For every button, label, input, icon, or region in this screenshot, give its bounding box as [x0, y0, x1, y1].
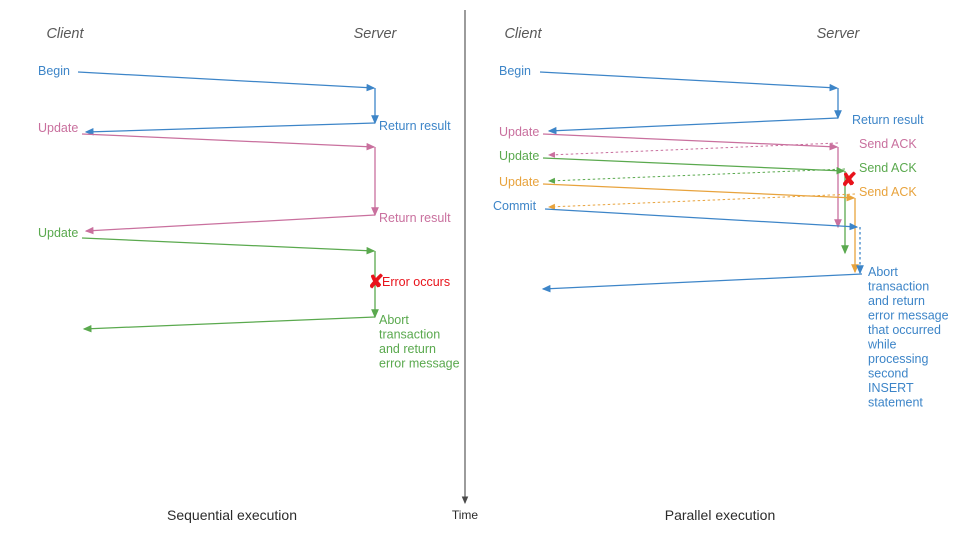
lane-header-client: Client — [504, 26, 542, 42]
message-arrow-begin — [539, 71, 839, 92]
lane-header-client: Client — [46, 26, 84, 42]
message-arrow-begin — [77, 71, 376, 92]
message-arrow-update-2 — [81, 237, 376, 255]
message-arrow-update-2 — [542, 157, 846, 175]
message-label-update-2: Update — [38, 226, 78, 240]
message-arrow-send-ack-2 — [548, 168, 846, 184]
message-label-commit: Commit — [493, 199, 537, 213]
message-label-send-ack-2: Send ACK — [859, 161, 917, 175]
message-arrow-send-ack-3 — [548, 193, 856, 210]
time-axis-label: Time — [452, 508, 479, 522]
message-arrow-abort-return — [541, 273, 863, 293]
message-label-send-ack-1: Send ACK — [859, 137, 917, 151]
panel-caption-sequential: Sequential execution — [167, 507, 297, 523]
message-arrow-send-ack-1 — [548, 142, 839, 158]
message-label-send-ack-3: Send ACK — [859, 185, 917, 199]
message-label-update-2: Update — [499, 149, 539, 163]
message-label-return-result: Return result — [852, 113, 924, 127]
message-arrow-abort-return — [82, 316, 376, 333]
lane-header-server: Server — [354, 26, 398, 42]
error-marker-icon: ✘ — [368, 272, 384, 293]
message-arrow-update-3 — [542, 183, 856, 202]
message-label-update-1: Update — [38, 121, 78, 135]
message-label-return-result-2: Return result — [379, 211, 451, 225]
message-arrow-return-result — [547, 117, 839, 135]
message-label-begin: Begin — [38, 64, 70, 78]
panel-caption-parallel: Parallel execution — [665, 507, 776, 523]
error-marker-icon: ✘ — [841, 170, 857, 191]
message-arrow-update-1 — [81, 133, 376, 151]
message-arrow-return-result-1 — [84, 122, 376, 136]
message-label-return-result-1: Return result — [379, 119, 451, 133]
message-label-update-1: Update — [499, 125, 539, 139]
error-marker-label: Error occurs — [382, 275, 450, 289]
message-label-update-3: Update — [499, 175, 539, 189]
message-arrow-return-result-2 — [84, 214, 376, 235]
message-label-begin: Begin — [499, 64, 531, 78]
lane-header-server: Server — [817, 26, 861, 42]
message-arrow-commit — [544, 208, 859, 231]
